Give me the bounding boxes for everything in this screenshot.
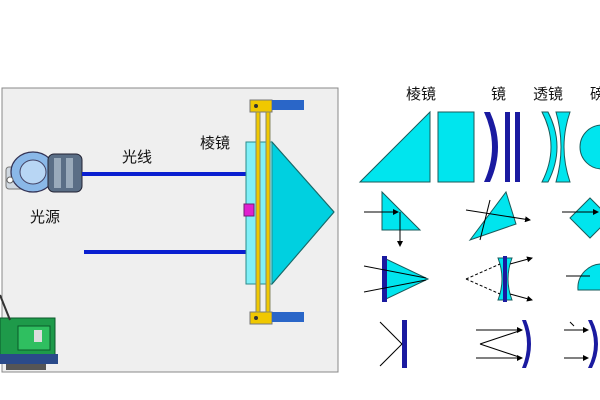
plane-mirror-icon-a xyxy=(505,112,510,182)
ray-diagram-mirror-2 xyxy=(476,320,531,368)
square-prism-icon xyxy=(437,111,475,183)
ray-diagram-lens-3 xyxy=(566,263,600,291)
laser-device-icon xyxy=(0,294,58,370)
cut-column-header: 磅 xyxy=(590,85,600,103)
concave-lens-icon xyxy=(555,111,571,183)
beam-label: 光线 xyxy=(122,148,152,166)
ray-diagram-prism-2 xyxy=(465,190,531,242)
ray-diagram-lens-2 xyxy=(465,256,533,302)
triangle-prism-icon xyxy=(358,110,431,183)
ray-diagram-prism-1 xyxy=(364,190,422,247)
sphere-lens-icon xyxy=(579,124,600,170)
light-source-icon xyxy=(5,151,83,193)
ray-diagram-mirror-1 xyxy=(379,320,407,368)
ray-diagram-prism-3 xyxy=(562,197,600,239)
light-source-label: 光源 xyxy=(30,208,60,226)
prism-label: 棱镜 xyxy=(200,134,230,152)
mirror-column-header: 镜 xyxy=(491,85,506,103)
plane-mirror-icon-b xyxy=(515,112,520,182)
ray-diagram-lens-1 xyxy=(363,256,430,302)
lens-column-header: 透镜 xyxy=(533,85,563,103)
prism-mount-frame xyxy=(243,99,304,325)
curved-mirror-icon xyxy=(484,112,498,182)
prism-column-header: 棱镜 xyxy=(406,85,436,103)
convex-lens-icon xyxy=(541,111,558,183)
ray-diagram-mirror-3 xyxy=(564,320,598,368)
